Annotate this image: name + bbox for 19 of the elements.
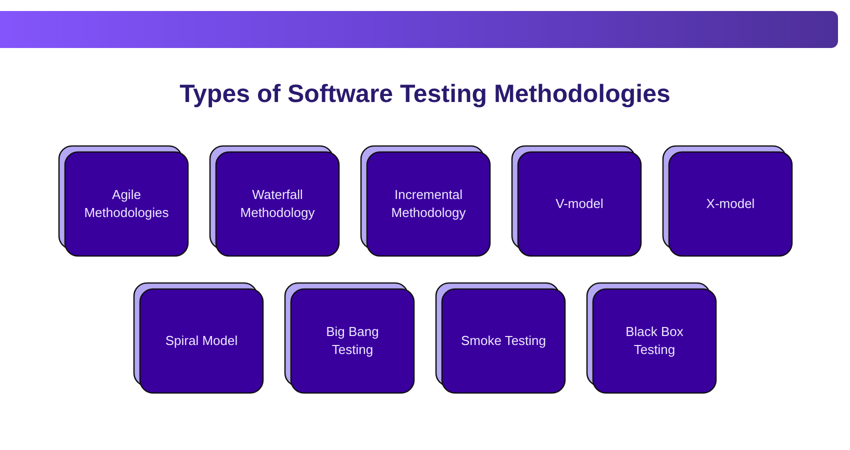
card-label: Incremental Methodology xyxy=(390,186,467,222)
stacked-card xyxy=(209,145,340,257)
stacked-card xyxy=(435,282,566,394)
stacked-card xyxy=(360,145,491,257)
card-label: Spiral Model xyxy=(165,332,238,350)
card-label: V-model xyxy=(556,195,604,213)
card-label: Agile Methodologies xyxy=(84,186,170,222)
stacked-card xyxy=(662,145,793,257)
stacked-card xyxy=(586,282,717,394)
stacked-card xyxy=(58,145,189,257)
card-label: Big Bang Testing xyxy=(325,323,380,359)
stacked-card xyxy=(133,282,264,394)
card-label: Black Box Testing xyxy=(624,323,684,359)
title: Types of Software Testing Methodologies xyxy=(178,80,672,109)
card-label: Smoke Testing xyxy=(460,332,546,350)
card-label: Waterfall Methodology xyxy=(239,186,316,222)
stacked-card xyxy=(511,145,642,257)
stacked-card xyxy=(284,282,415,394)
card-label: X-model xyxy=(706,195,755,213)
